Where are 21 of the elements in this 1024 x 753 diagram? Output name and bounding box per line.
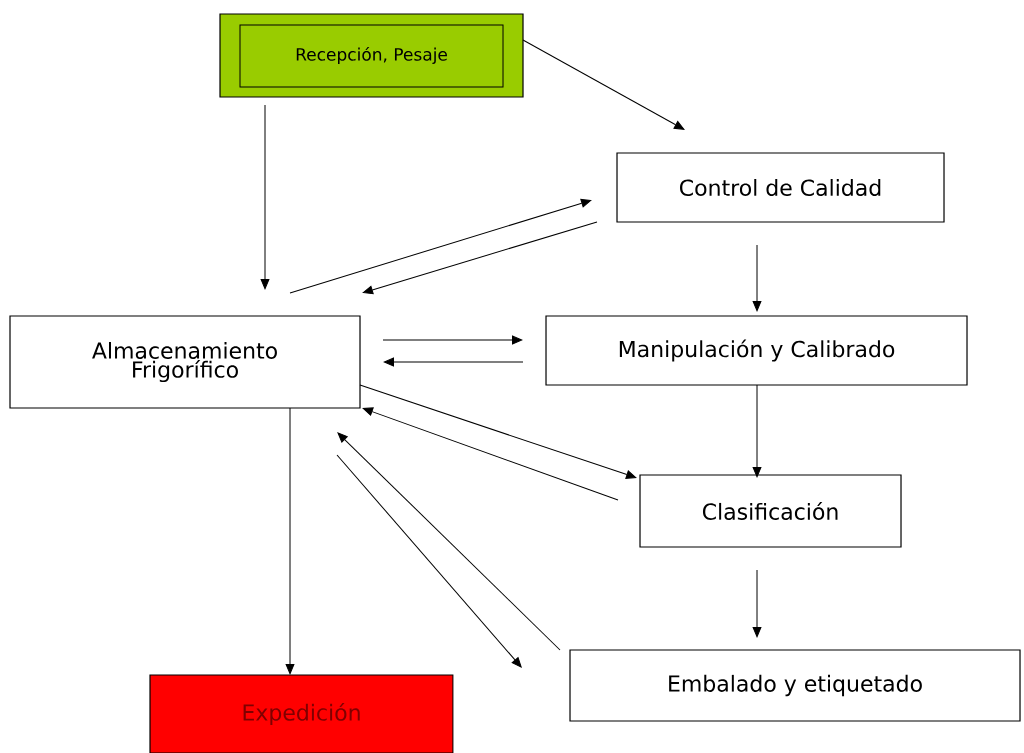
arrow (362, 407, 619, 501)
process-box: Manipulación y Calibrado (545, 315, 968, 386)
arrow (752, 569, 762, 638)
process-box: Recepción, Pesaje (219, 13, 524, 98)
arrow (382, 335, 523, 345)
arrow (289, 198, 592, 294)
arrow (383, 357, 524, 367)
arrow (362, 221, 598, 295)
process-box: Almacenamiento Frigorífico (9, 315, 361, 409)
process-box: Expedición (149, 674, 454, 753)
process-box: Clasificación (639, 474, 902, 548)
arrow (522, 39, 685, 130)
arrow (752, 244, 762, 312)
process-box: Embalado y etiquetado (569, 649, 1021, 722)
arrow (285, 407, 295, 675)
arrow (359, 384, 637, 479)
arrow (752, 384, 762, 478)
arrow (336, 454, 522, 668)
process-box: Control de Calidad (616, 152, 945, 223)
arrow (260, 104, 270, 290)
arrow (337, 432, 561, 651)
